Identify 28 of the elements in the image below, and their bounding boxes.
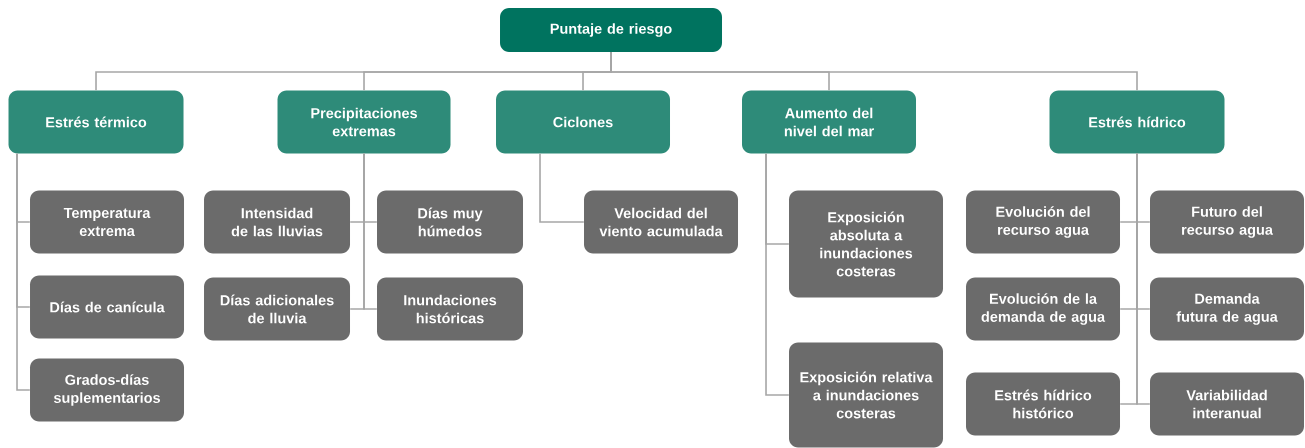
category-box: Ciclones: [496, 90, 670, 154]
connector-line: [363, 152, 378, 310]
indicator-box: Exposición relativa a inundaciones costeras: [789, 342, 943, 448]
connector-line: [765, 152, 790, 396]
category-box: Precipitaciones extremas: [277, 90, 451, 154]
connector-line: [16, 152, 31, 391]
indicator-box: Evolución de la demanda de agua: [966, 277, 1120, 341]
connector-line: [1136, 152, 1151, 405]
connector-line: [539, 152, 585, 223]
indicator-box: Exposición absoluta a inundaciones costeras: [789, 190, 943, 298]
indicator-box: Futuro del recurso agua: [1150, 190, 1304, 254]
indicator-box: Temperatura extrema: [30, 190, 184, 254]
indicator-box: Velocidad del viento acumulada: [584, 190, 738, 254]
connector-line: [610, 51, 1138, 92]
indicator-box: Días muy húmedos: [377, 190, 523, 254]
category-box: Estrés térmico: [8, 90, 184, 154]
indicator-box: Evolución del recurso agua: [966, 190, 1120, 254]
category-box: Aumento del nivel del mar: [742, 90, 916, 154]
indicator-box: Inundaciones históricas: [377, 277, 523, 341]
indicator-box: Grados-días suplementarios: [30, 358, 184, 422]
indicator-box: Días de canícula: [30, 275, 184, 339]
indicator-box: Días adicionales de lluvia: [204, 277, 350, 341]
root-box: Puntaje de riesgo: [500, 8, 722, 52]
indicator-box: Estrés hídrico histórico: [966, 372, 1120, 436]
category-box: Estrés hídrico: [1049, 90, 1225, 154]
indicator-box: Demanda futura de agua: [1150, 277, 1304, 341]
indicator-box: Variabilidad interanual: [1150, 372, 1304, 436]
indicator-box: Intensidad de las lluvias: [204, 190, 350, 254]
